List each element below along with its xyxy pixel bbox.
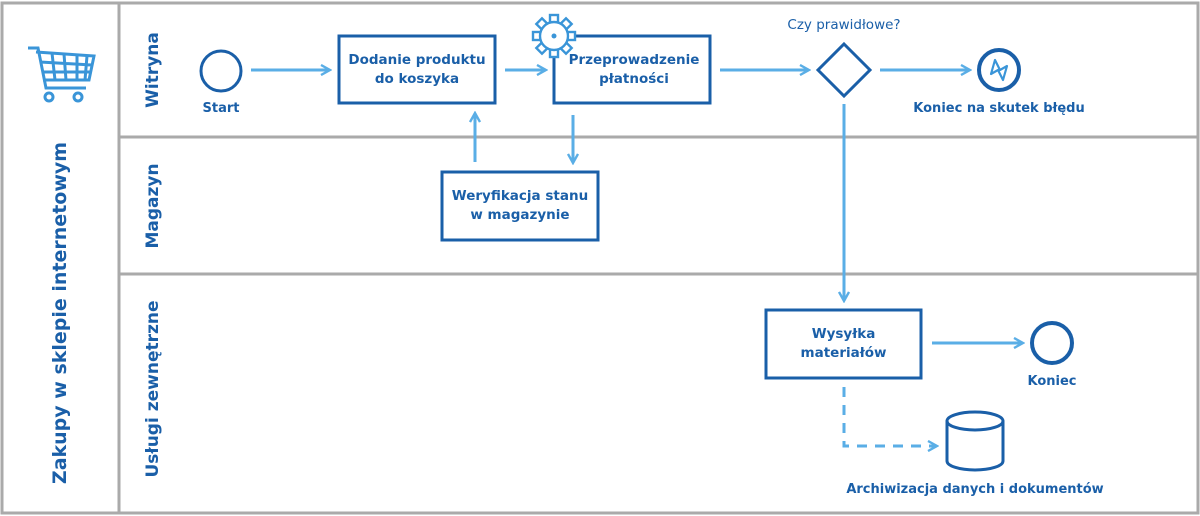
- task-add-product[interactable]: [337, 34, 497, 105]
- pool-title: Zakupy w sklepie internetowym: [49, 141, 71, 485]
- error-end-event-label: Koniec na skutek błędu: [913, 101, 1085, 116]
- task-stock-check[interactable]: [440, 170, 600, 242]
- error-end-event[interactable]: [977, 48, 1021, 92]
- gateway-decision[interactable]: [815, 41, 873, 99]
- gateway-question-label: Czy prawidłowe?: [787, 17, 901, 33]
- lane-label-uslugi: Usługi zewnętrzne: [143, 300, 163, 478]
- task-shipping[interactable]: [764, 308, 923, 380]
- start-event-label: Start: [202, 101, 240, 116]
- lightning-icon: [989, 58, 1009, 82]
- task-payment-label: Przeprowadzenie płatności: [568, 51, 700, 87]
- datastore-label: Archiwizacja danych i dokumentów: [846, 482, 1104, 497]
- lane-label-witryna: Witryna: [143, 32, 163, 108]
- start-event[interactable]: [199, 49, 243, 93]
- lane-label-magazyn: Magazyn: [143, 163, 163, 249]
- task-shipping-label: Wysyłka materiałów: [800, 326, 887, 361]
- task-add-product-label: Dodanie produktu do koszyka: [348, 51, 486, 87]
- gear-icon: [531, 13, 577, 59]
- database-icon[interactable]: [945, 410, 1005, 472]
- sequence-flows: [251, 70, 1023, 446]
- association-shipping-to-datastore: [842, 387, 937, 446]
- task-payment[interactable]: [552, 34, 712, 105]
- end-event[interactable]: [1030, 321, 1074, 365]
- shopping-cart-icon: [28, 46, 96, 103]
- end-event-label: Koniec: [1027, 374, 1077, 389]
- task-stock-check-label: Weryfikacja stanu w magazynie: [451, 188, 589, 223]
